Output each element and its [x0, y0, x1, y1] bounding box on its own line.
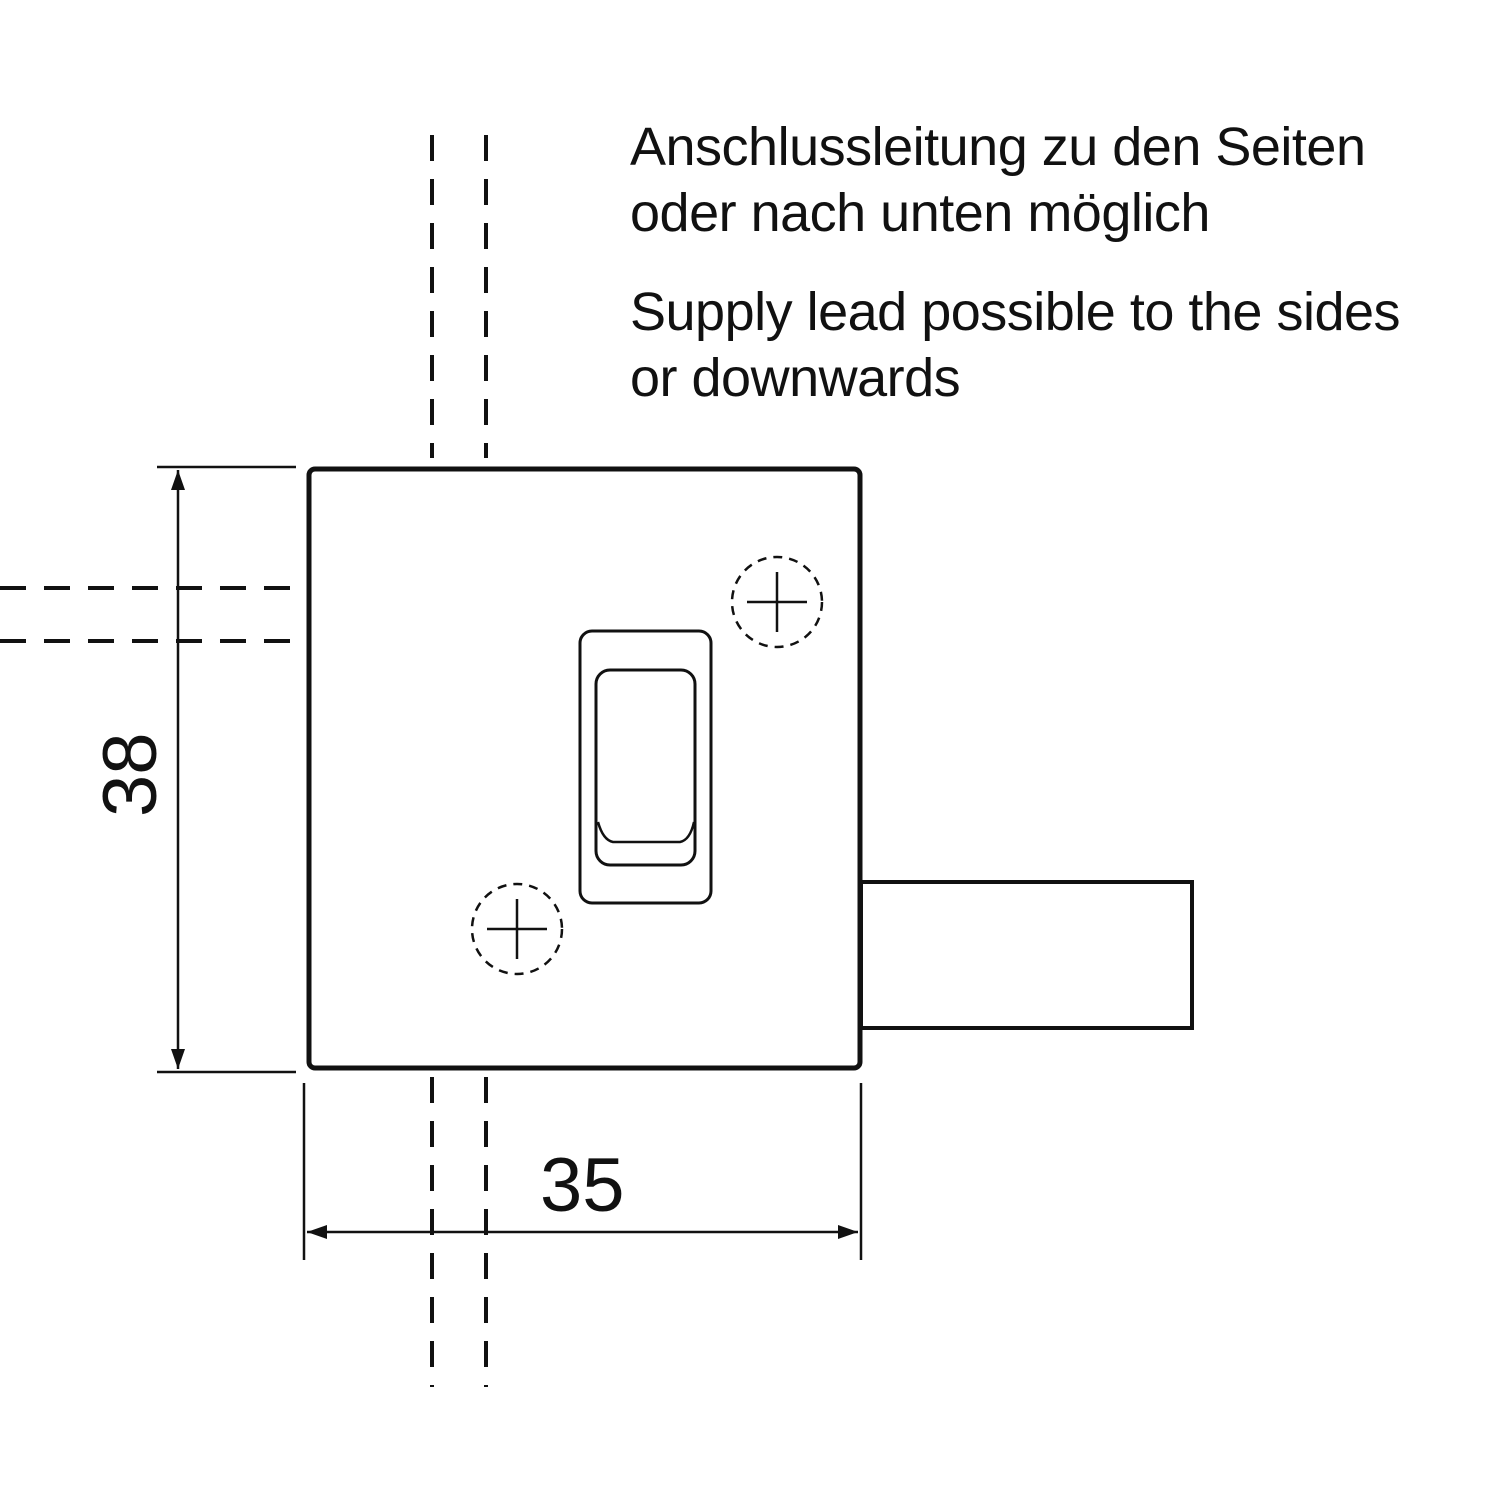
cable-lead-vertical-top — [430, 135, 488, 458]
note-german-line-2: oder nach unten möglich — [630, 183, 1210, 243]
note-english: Supply lead possible to the sides or dow… — [630, 279, 1401, 411]
dimension-height-label: 38 — [88, 732, 173, 817]
note-german-line-1: Anschlussleitung zu den Seiten — [630, 117, 1366, 177]
rocker-switch — [578, 629, 713, 905]
note-german: Anschlussleitung zu den Seiten oder nach… — [630, 114, 1366, 246]
note-english-line-2: or downwards — [630, 348, 961, 408]
height-dimension-line — [157, 465, 296, 1074]
note-english-line-1: Supply lead possible to the sides — [630, 282, 1401, 342]
mounting-hole-bottom — [470, 882, 564, 976]
mounting-hole-top — [730, 555, 824, 649]
width-dimension-line — [302, 1083, 863, 1260]
cable-lead-horizontal-left — [0, 586, 302, 643]
dimension-width-label: 35 — [540, 1143, 625, 1228]
housing-outline — [306, 466, 863, 1071]
bolt — [859, 880, 1194, 1030]
